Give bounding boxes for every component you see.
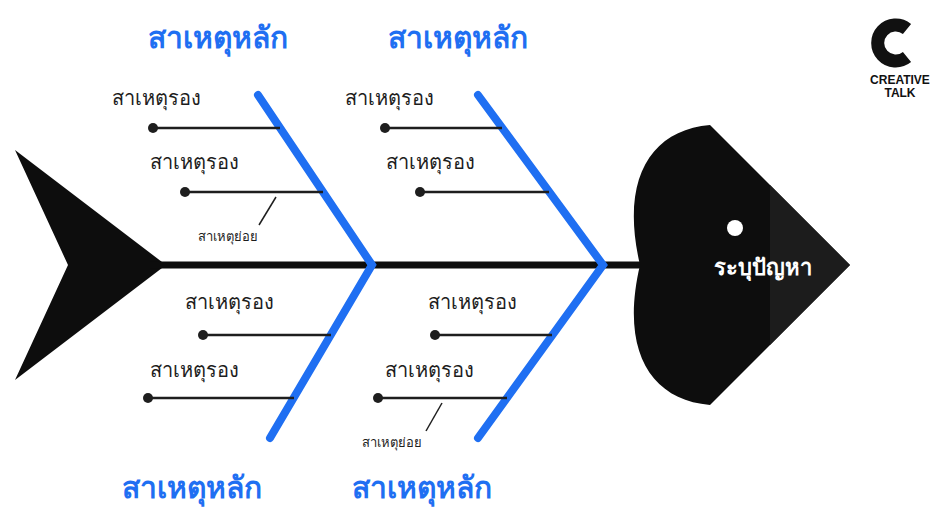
fish-spine [150,262,650,269]
sub-cause-label: สาเหตุรอง [150,150,239,174]
logo-text: CREATIVE TALK [864,74,936,99]
sub-bone [378,397,507,400]
main-cause-label: สาเหตุหลัก [148,20,288,56]
sub-bone [148,397,294,400]
main-bone [258,95,372,438]
bone-dot [148,123,158,133]
sub-bone [420,191,549,194]
bone-dot [373,393,383,403]
sub-cause-label: สาเหตุรอง [345,86,434,110]
fish-head-outline [634,125,850,405]
main-cause-label: สาเหตุหลัก [388,20,528,56]
leader-line [259,197,276,225]
sub-cause-label: สาเหตุรอง [386,150,475,174]
minor-cause-label: สาเหตุย่อย [362,435,422,451]
main-bone [478,95,603,438]
fish-eye [727,220,743,236]
sub-cause-label: สาเหตุรอง [385,358,474,382]
bone-dot [143,393,153,403]
logo-mark [878,25,907,61]
sub-bone [203,334,331,337]
sub-bones [148,128,552,398]
fish-tail [15,150,162,380]
bone-dot [415,187,425,197]
sub-cause-label: สาเหตุรอง [428,290,517,314]
sub-cause-label: สาเหตุรอง [185,290,274,314]
minor-cause-label: สาเหตุย่อย [198,229,258,245]
bone-dot [180,187,190,197]
problem-label: ระบุปัญหา [714,255,812,281]
sub-bone [385,127,502,130]
fish-head: ระบุปัญหา [620,120,855,410]
main-cause-label: สาเหตุหลัก [122,470,262,506]
bone-dot [430,330,440,340]
sub-bone [153,127,280,130]
main-cause-label: สาเหตุหลัก [352,470,492,506]
sub-cause-label: สาเหตุรอง [150,358,239,382]
sub-bone [435,334,552,337]
bone-dot [380,123,390,133]
leader-line [426,403,442,431]
bone-dot [198,330,208,340]
sub-bone [185,191,323,194]
sub-cause-label: สาเหตุรอง [112,86,201,110]
